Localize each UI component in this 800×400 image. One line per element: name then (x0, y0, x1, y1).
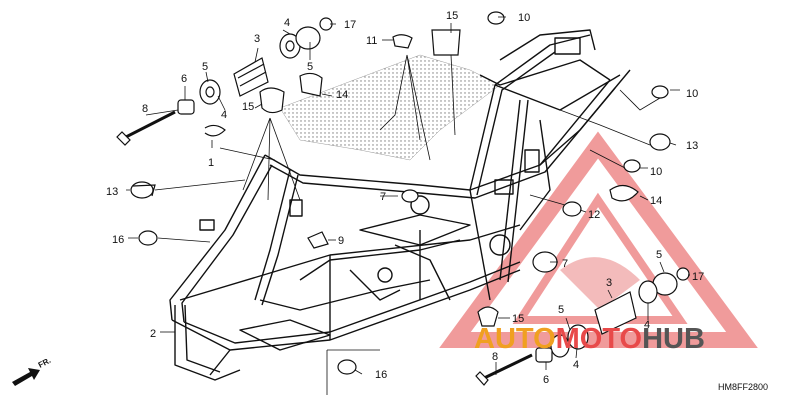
callout-9: 9 (338, 235, 344, 247)
loose-parts (116, 11, 690, 386)
callout-3: 3 (606, 277, 612, 289)
callout-8: 8 (492, 351, 498, 363)
callout-8: 8 (142, 103, 148, 115)
callout-6: 6 (181, 73, 187, 85)
callout-10: 10 (650, 166, 662, 178)
callout-15: 15 (512, 313, 524, 325)
leader-lines (126, 16, 690, 395)
callout-11: 11 (366, 35, 377, 47)
callout-4: 4 (221, 109, 227, 121)
callout-5: 5 (656, 249, 662, 261)
callout-15: 15 (242, 101, 254, 113)
watermark-moto: MOTO (556, 323, 642, 355)
diagram-code: HM8FF2800 (718, 382, 768, 392)
callout-17: 17 (344, 19, 356, 31)
callout-7: 7 (380, 191, 386, 203)
front-arrow: FR. (12, 356, 52, 386)
watermark-auto: AUTO (474, 323, 556, 355)
callout-1: 1 (208, 157, 214, 169)
callout-16: 16 (112, 234, 124, 246)
callout-10: 10 (518, 12, 530, 24)
callout-5: 5 (202, 61, 208, 73)
callout-13: 13 (686, 140, 698, 152)
front-label: FR. (37, 356, 53, 370)
callout-7: 7 (562, 258, 568, 270)
watermark-brand: AUTOMOTOHUB (474, 323, 705, 355)
callout-labels: 15 10 4 17 3 11 6 5 5 8 4 14 15 10 1 13 … (106, 10, 704, 386)
callout-17: 17 (692, 271, 704, 283)
callout-14: 14 (336, 89, 348, 101)
callout-10: 10 (686, 88, 698, 100)
frame-structure (169, 29, 631, 381)
callout-16: 16 (375, 369, 387, 381)
callout-15: 15 (446, 10, 458, 22)
callout-2: 2 (150, 328, 156, 340)
callout-5: 5 (307, 61, 313, 73)
watermark-hub: HUB (642, 323, 705, 355)
callout-12: 12 (588, 209, 600, 221)
callout-4: 4 (573, 359, 579, 371)
seat-cover-area (279, 54, 501, 161)
callout-5: 5 (558, 304, 564, 316)
callout-13: 13 (106, 186, 118, 198)
callout-4: 4 (644, 319, 650, 331)
callout-14: 14 (650, 195, 662, 207)
callout-3: 3 (254, 33, 260, 45)
watermark-text: AUTOMOTOHUB (474, 323, 705, 355)
callout-6: 6 (543, 374, 549, 386)
callout-4: 4 (284, 17, 290, 29)
